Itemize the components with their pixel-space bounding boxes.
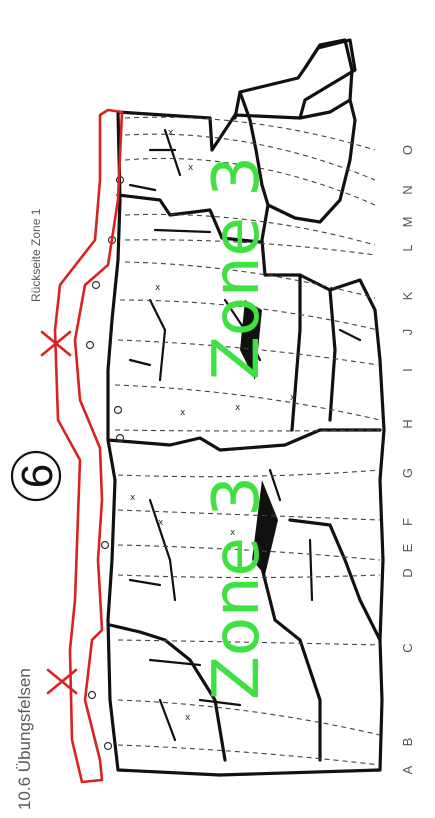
- svg-text:x: x: [235, 403, 241, 413]
- approach-outline: [55, 110, 122, 782]
- route-letter-g: G: [400, 468, 415, 478]
- svg-text:x: x: [155, 283, 161, 293]
- route-letter-f: F: [400, 518, 415, 526]
- svg-text:x: x: [130, 493, 136, 503]
- svg-text:x: x: [185, 713, 191, 723]
- circle-bolt-icon: [93, 282, 100, 289]
- svg-text:x: x: [158, 518, 164, 528]
- route-letter-o: O: [400, 145, 415, 155]
- circle-bolt-icon: [115, 407, 122, 414]
- circle-bolt-icon: [89, 692, 96, 699]
- route-letter-row: A B C D E F G H I J K L M N O: [400, 145, 415, 774]
- route-letter-a: A: [400, 765, 415, 774]
- route-letter-n: N: [400, 185, 415, 194]
- section-number: 6: [13, 464, 62, 488]
- svg-text:x: x: [290, 393, 296, 403]
- route-letter-i: I: [400, 368, 415, 372]
- route-letter-e: E: [400, 543, 415, 552]
- svg-text:x: x: [188, 163, 194, 173]
- route-letter-m: M: [400, 217, 415, 228]
- route-letter-j: J: [400, 329, 415, 336]
- route-letter-c: C: [400, 643, 415, 652]
- route-letter-k: K: [400, 291, 415, 300]
- svg-text:x: x: [180, 408, 186, 418]
- svg-text:x: x: [168, 128, 174, 138]
- route-letter-h: H: [400, 419, 415, 428]
- route-letter-b: B: [400, 738, 415, 747]
- zone-label-upper: Zone 3: [200, 156, 274, 380]
- route-letter-d: D: [400, 568, 415, 577]
- circle-bolt-icon: [102, 542, 109, 549]
- circle-bolt-icon: [105, 743, 112, 750]
- route-letter-l: L: [400, 244, 415, 251]
- circle-bolt-icon: [87, 342, 94, 349]
- zone-label-lower: Zone 3: [200, 476, 274, 700]
- sheet-title: 10.6 Übungsfelsen: [15, 668, 34, 810]
- subtitle: Rückseite Zone 1: [29, 208, 43, 302]
